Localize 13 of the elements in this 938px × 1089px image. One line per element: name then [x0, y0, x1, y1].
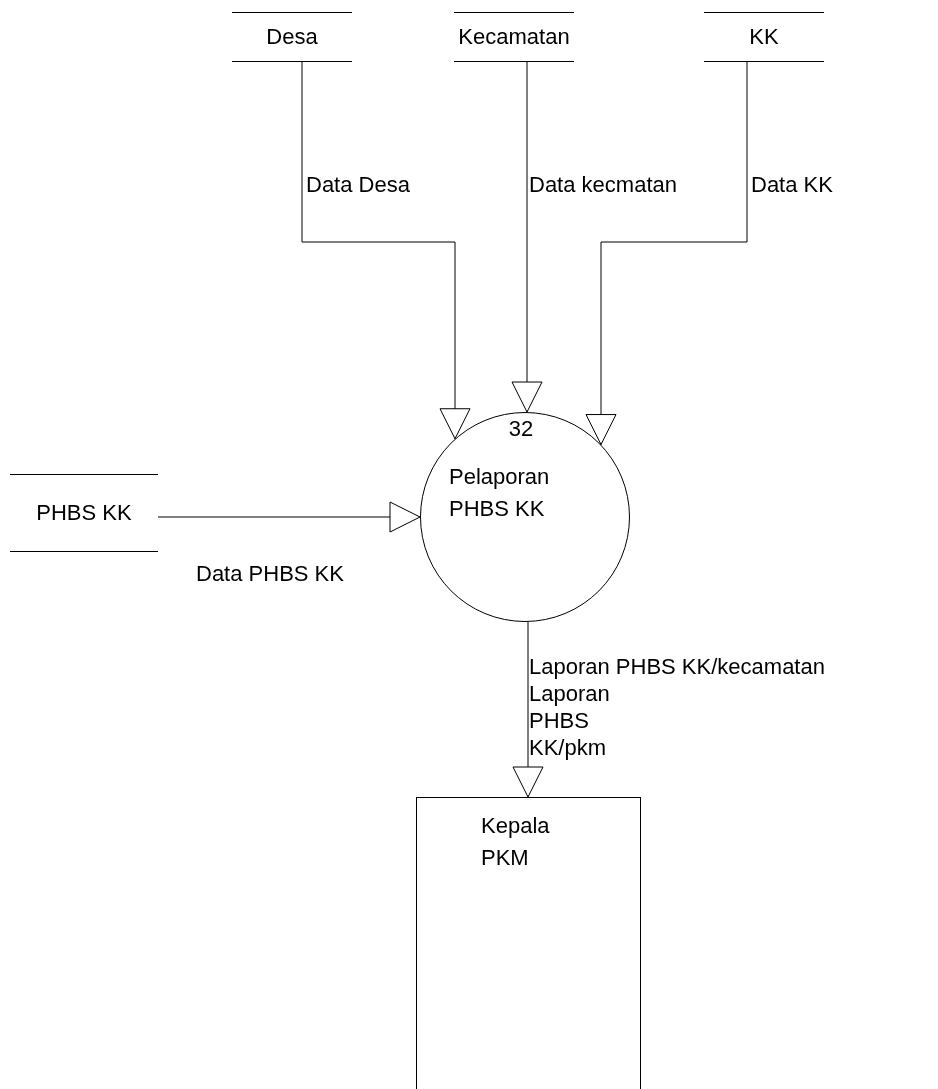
data-store [232, 12, 352, 62]
data-store [10, 474, 158, 552]
data-store [454, 12, 574, 62]
entity-label: Kepala PKM [481, 811, 551, 872]
flow-arrow [157, 501, 421, 533]
data-store [704, 12, 824, 62]
process-label: Pelaporan PHBS KK [449, 463, 551, 523]
flow-arrow [511, 61, 543, 413]
process-number: 32 [508, 415, 534, 443]
flow-arrow [585, 61, 748, 446]
flow-arrow [301, 61, 471, 440]
flow-arrow [512, 621, 544, 798]
external-entity-box [416, 797, 641, 1089]
